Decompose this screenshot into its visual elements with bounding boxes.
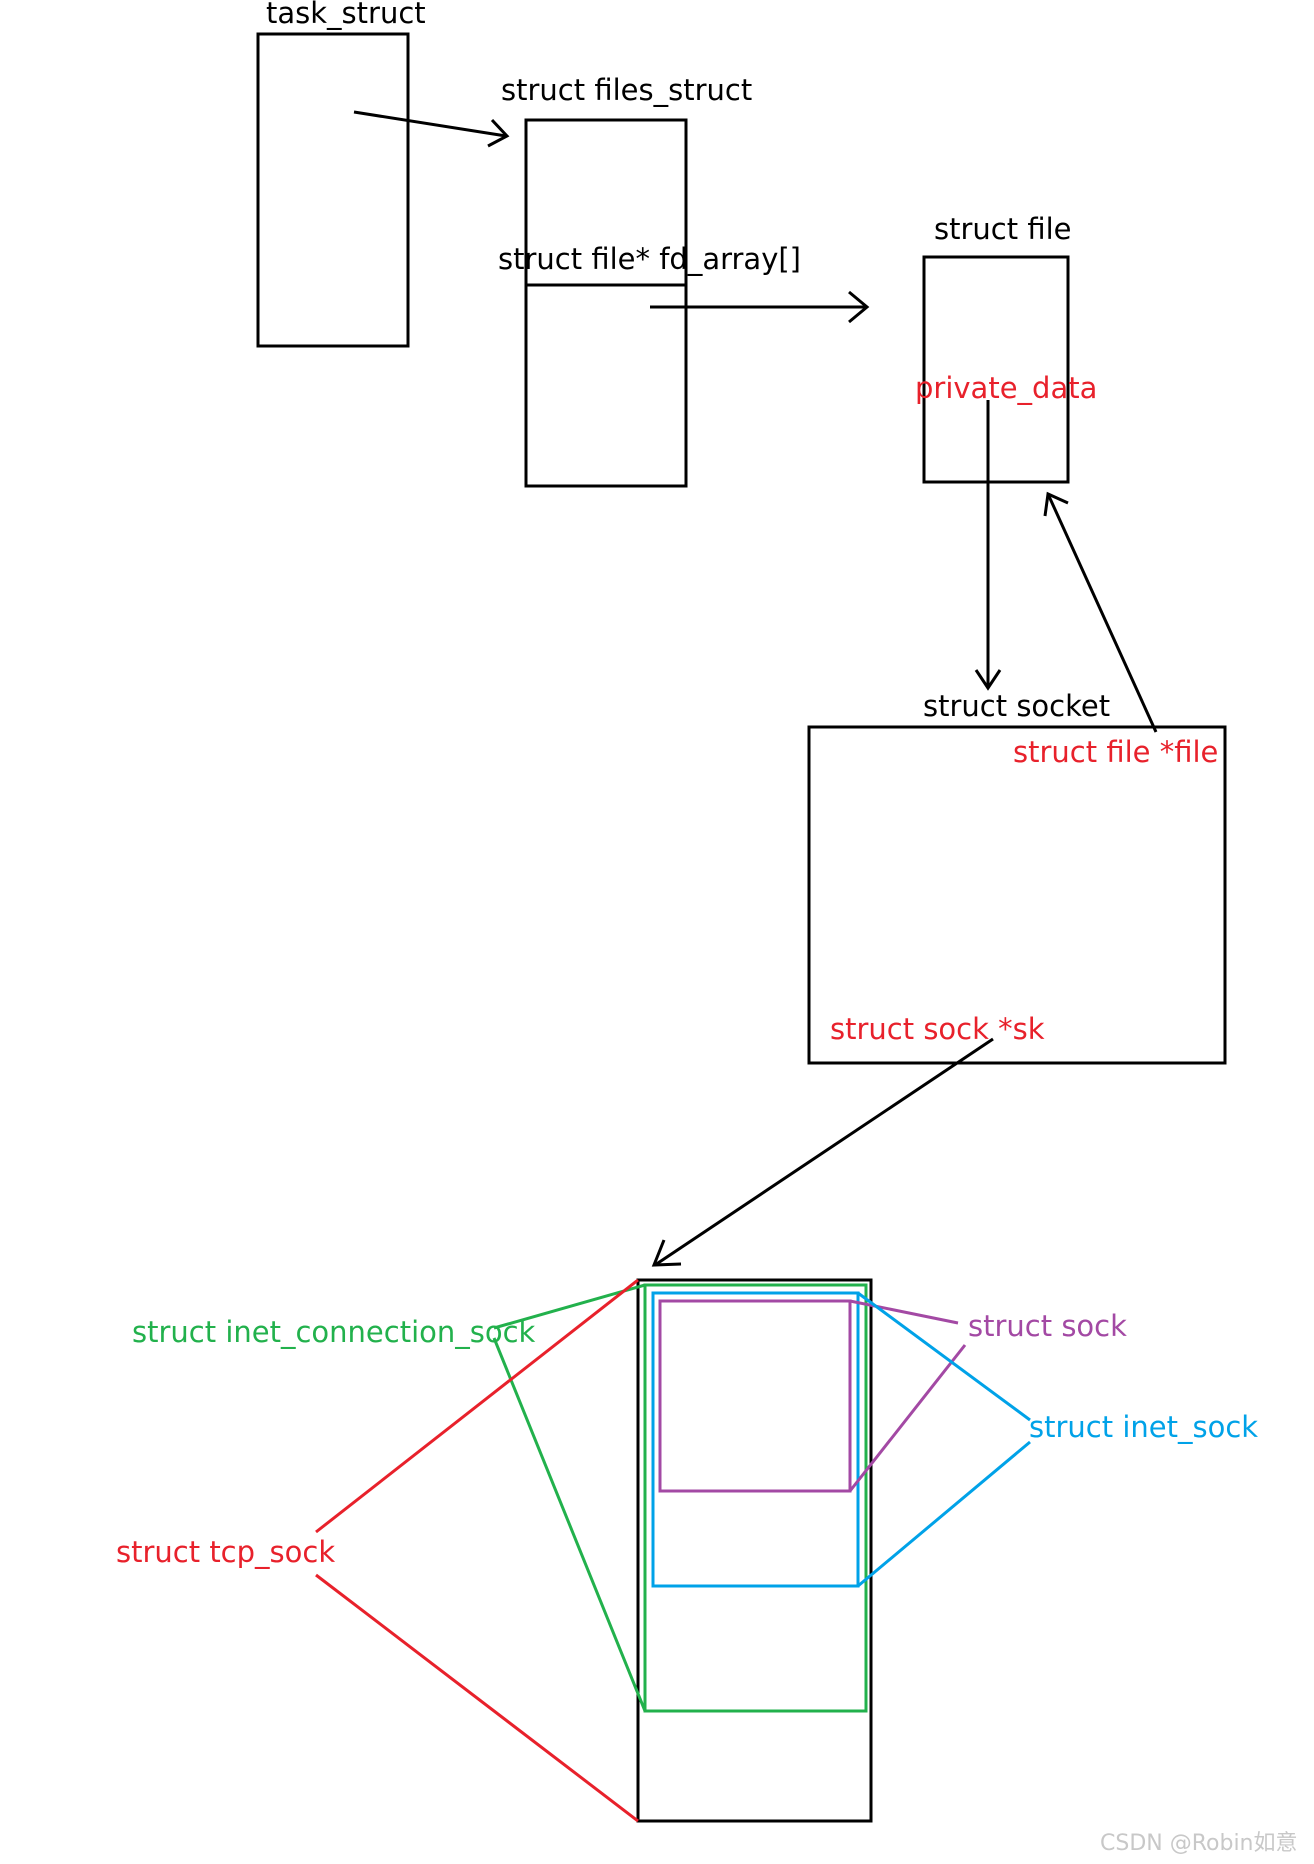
fd-array-label: struct file* fd_array[] (498, 242, 801, 276)
files-struct-label: struct files_struct (501, 73, 752, 107)
tcp-sock-label: struct tcp_sock (116, 1535, 335, 1569)
callout-inet-sock (857, 1291, 1031, 1588)
watermark: CSDN @Robin如意 (1100, 1831, 1298, 1856)
file-box (922, 255, 1070, 484)
file-label: struct file (934, 212, 1071, 246)
callout-inet-connection-sock (492, 1283, 647, 1712)
inet-sock-label: struct inet_sock (1029, 1410, 1258, 1444)
arrow-sk-to-tcp-sock (651, 1037, 994, 1267)
socket-label: struct socket (923, 689, 1110, 723)
private-data-label: private_data (915, 371, 1097, 405)
socket-box (807, 725, 1227, 1065)
arrow-private-data-to-socket (974, 400, 1002, 691)
inet-connection-sock-box (643, 1283, 868, 1713)
inet-sock-box (651, 1291, 860, 1588)
socket-file-field: struct file *file (1013, 735, 1218, 769)
callout-sock (848, 1299, 967, 1492)
tcp-sock-box (636, 1278, 873, 1823)
inet-connection-sock-label: struct inet_connection_sock (132, 1315, 536, 1349)
arrow-socket-file-to-file (1043, 491, 1158, 733)
socket-sk-field: struct sock *sk (830, 1012, 1045, 1046)
callout-tcp-sock (315, 1278, 639, 1823)
arrow-fd-to-file (650, 290, 870, 324)
task-struct-label: task_struct (266, 0, 426, 30)
files-struct-box (524, 118, 688, 488)
sock-box (658, 1299, 852, 1493)
sock-label: struct sock (968, 1309, 1127, 1343)
arrow-task-to-files (353, 110, 510, 148)
task-struct-box (256, 32, 410, 348)
